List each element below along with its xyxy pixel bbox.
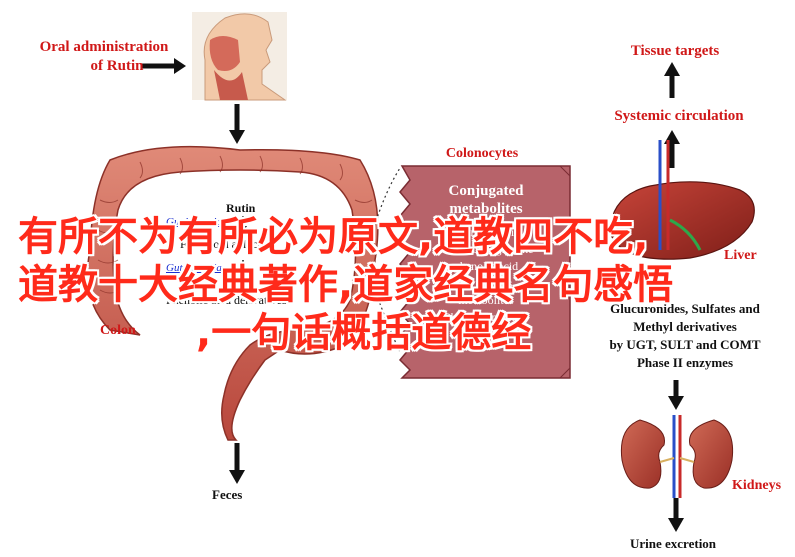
gut-bacteria-label-2: Gut bacteria	[166, 262, 222, 274]
liver-line-3: by UGT, SULT and COMT	[609, 337, 761, 352]
colonocyte-box	[398, 165, 571, 379]
liver-pathway-text: Glucuronides, Sulfates and Methyl deriva…	[590, 300, 780, 372]
colon-colonocyte-connector	[367, 167, 401, 251]
liver-line-2: Methyl derivatives	[633, 319, 737, 334]
feces-label: Feces	[212, 487, 243, 502]
liver-illustration	[609, 140, 755, 260]
systemic-circulation-label: Systemic circulation	[614, 108, 744, 124]
colonocyte-line-5: metabolites	[458, 293, 514, 307]
colonocyte-line-1: Aromatic acid	[451, 225, 521, 239]
kidneys-illustration	[620, 415, 734, 498]
tissue-targets-label: Tissue targets	[630, 43, 720, 59]
head-illustration	[192, 12, 287, 101]
conjugated-line: Conjugated	[448, 183, 524, 199]
oral-admin-line2: of Rutin	[90, 58, 144, 74]
liver-line-1: Glucuronides, Sulfates and	[610, 301, 760, 316]
colonocyte-box-text: Conjugated metabolites Aromatic acid Fla…	[412, 182, 560, 326]
oral-admin-label: Oral administration of Rutin	[24, 38, 184, 76]
colon-illustration	[86, 145, 379, 441]
colon-label: Colon	[100, 323, 136, 338]
flavonoid-aglycone-label: Flavonoid aglycone	[180, 237, 275, 251]
colonocytes-label: Colonocytes	[445, 146, 519, 161]
colonocyte-line-2: Flavonoid aglycone	[438, 242, 534, 256]
oral-admin-line1: Oral administration	[39, 39, 169, 55]
rutin-label: Rutin	[226, 201, 256, 215]
colonocyte-line-6: Phase II enzymes	[444, 310, 528, 324]
colonocyte-line-4: derivatives	[459, 276, 513, 290]
liver-line-4: Phase II enzymes	[636, 355, 734, 370]
kidneys-label: Kidneys	[732, 478, 782, 493]
colonocyte-line-3: phenolic acid	[453, 259, 519, 273]
phenolic-acid-label: Phenolic acid derivatives	[166, 293, 287, 307]
metabolites-line: metabolites	[449, 201, 523, 217]
colon-colonocyte-connector-lower	[367, 269, 401, 353]
liver-label: Liver	[724, 248, 757, 263]
gut-bacteria-label-1: Gut bacteria	[166, 216, 222, 228]
urine-excretion-label: Urine excretion	[630, 536, 717, 551]
